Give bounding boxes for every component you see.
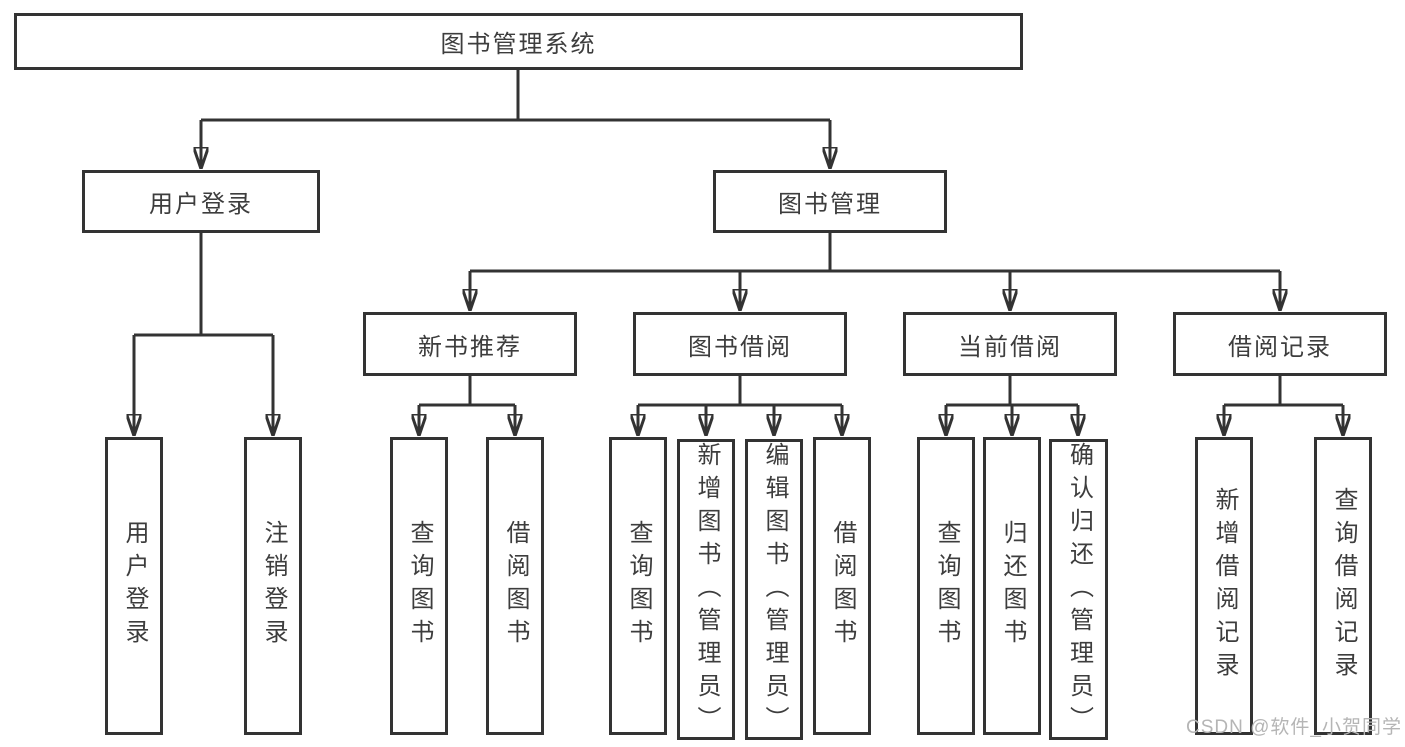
connector-root-bus bbox=[201, 70, 830, 122]
node-current-borrowing-label: 当前借阅 bbox=[958, 333, 1062, 361]
node-borrow-books-1-label: 借阅图书 bbox=[502, 520, 529, 652]
node-user-login-leaf-label: 用户登录 bbox=[121, 520, 148, 652]
node-logout-leaf: 注销登录 bbox=[244, 437, 302, 735]
node-return-books: 归还图书 bbox=[983, 437, 1041, 735]
node-edit-book-admin: 编辑图书（管理员） bbox=[745, 439, 803, 740]
connector-new-book-recommend-bus bbox=[419, 376, 515, 407]
connector-book-borrowing-bus bbox=[638, 376, 842, 407]
node-logout-leaf-label: 注销登录 bbox=[260, 520, 287, 652]
node-confirm-return-admin-label: 确认归还（管理员） bbox=[1065, 442, 1093, 739]
node-add-book-admin-label: 新增图书（管理员） bbox=[693, 442, 720, 739]
csdn-watermark: CSDN @软件_小贺同学 bbox=[1186, 717, 1402, 738]
node-return-books-label: 归还图书 bbox=[999, 520, 1026, 652]
node-book-borrowing-label: 图书借阅 bbox=[688, 333, 792, 361]
node-add-borrow-record: 新增借阅记录 bbox=[1195, 437, 1253, 735]
node-user-login: 用户登录 bbox=[82, 170, 320, 233]
node-query-books-1-label: 查询图书 bbox=[406, 520, 433, 652]
node-confirm-return-admin: 确认归还（管理员） bbox=[1049, 439, 1108, 740]
node-borrow-books-2-label: 借阅图书 bbox=[829, 520, 856, 652]
node-new-book-recommend: 新书推荐 bbox=[363, 312, 577, 376]
node-root-label: 图书管理系统 bbox=[440, 31, 597, 58]
node-book-borrowing: 图书借阅 bbox=[633, 312, 847, 376]
node-edit-book-admin-label: 编辑图书（管理员） bbox=[761, 442, 788, 739]
node-add-book-admin: 新增图书（管理员） bbox=[677, 439, 735, 740]
node-query-books-2: 查询图书 bbox=[609, 437, 667, 735]
node-root: 图书管理系统 bbox=[14, 13, 1023, 70]
node-new-book-recommend-label: 新书推荐 bbox=[418, 333, 522, 361]
node-book-management: 图书管理 bbox=[713, 170, 947, 233]
node-query-borrow-record-label: 查询借阅记录 bbox=[1330, 487, 1357, 685]
node-borrow-books-2: 借阅图书 bbox=[813, 437, 871, 735]
node-add-borrow-record-label: 新增借阅记录 bbox=[1211, 487, 1238, 685]
node-query-books-3: 查询图书 bbox=[917, 437, 975, 735]
node-user-login-label: 用户登录 bbox=[149, 191, 253, 218]
node-query-books-3-label: 查询图书 bbox=[933, 520, 960, 652]
node-query-borrow-record: 查询借阅记录 bbox=[1314, 437, 1372, 735]
connector-user-login-bus bbox=[134, 233, 273, 337]
connector-borrowing-records-bus bbox=[1224, 376, 1343, 407]
node-borrow-books-1: 借阅图书 bbox=[486, 437, 544, 735]
connector-current-borrowing-bus bbox=[946, 376, 1078, 407]
connector-book-management-bus bbox=[470, 233, 1280, 273]
node-borrowing-records: 借阅记录 bbox=[1173, 312, 1387, 376]
node-user-login-leaf: 用户登录 bbox=[105, 437, 163, 735]
node-query-books-2-label: 查询图书 bbox=[625, 520, 652, 652]
node-borrowing-records-label: 借阅记录 bbox=[1228, 333, 1332, 361]
node-current-borrowing: 当前借阅 bbox=[903, 312, 1117, 376]
node-query-books-1: 查询图书 bbox=[390, 437, 448, 735]
node-book-management-label: 图书管理 bbox=[778, 191, 882, 218]
